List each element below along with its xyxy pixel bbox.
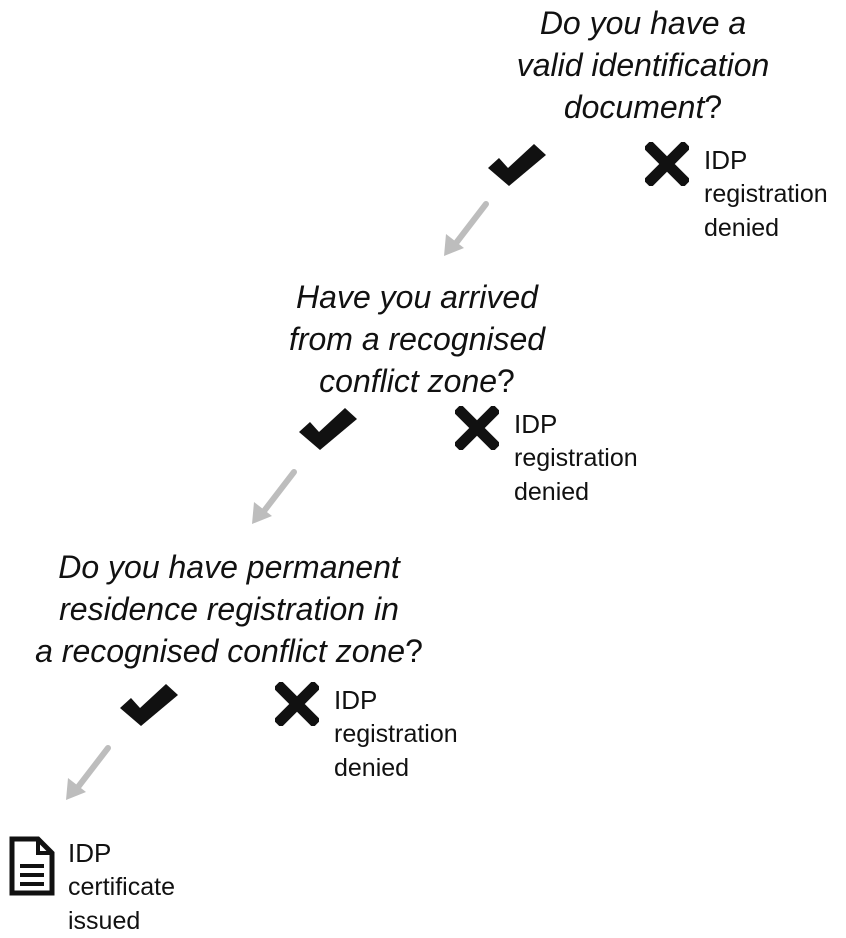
check-icon <box>299 408 357 450</box>
outcome-denied-3-line-2: registration <box>334 720 458 748</box>
arrow-down-left-icon <box>66 745 111 800</box>
question-3-line-3: a recognised conflict zone <box>35 633 406 669</box>
outcome-denied-1-line-1: IDP <box>704 145 748 175</box>
question-1-line-2: valid identification <box>516 47 770 83</box>
question-1-mark: ? <box>704 89 723 125</box>
cross-icon <box>455 406 499 450</box>
question-3-mark: ? <box>405 633 423 669</box>
document-icon <box>9 836 55 896</box>
question-1-line-1: Do you have a <box>539 5 747 41</box>
arrow-down-left-icon <box>444 201 489 256</box>
question-2-mark: ? <box>497 363 515 399</box>
question-2-line-1: Have you arrived <box>296 279 538 315</box>
check-icon <box>488 144 546 186</box>
cross-icon <box>645 142 689 186</box>
outcome-certificate: IDP certificate issued <box>68 836 175 938</box>
question-2: Have you arrived from a recognised confl… <box>232 276 602 402</box>
question-2-line-2: from a recognised <box>288 321 546 357</box>
outcome-denied-3-line-3: denied <box>334 754 410 782</box>
check-icon <box>120 684 178 726</box>
question-1-line-3: document <box>563 89 705 125</box>
question-3-line-2: residence registration in <box>59 591 399 627</box>
outcome-certificate-line-2: certificate <box>68 873 175 901</box>
question-1: Do you have a valid identification docum… <box>458 2 828 128</box>
outcome-certificate-line-1: IDP <box>68 838 112 868</box>
outcome-denied-3-line-1: IDP <box>334 685 378 715</box>
question-3: Do you have permanent residence registra… <box>14 546 444 672</box>
outcome-denied-1-line-3: denied <box>704 214 780 242</box>
outcome-denied-2-line-1: IDP <box>514 409 558 439</box>
arrow-down-left-icon <box>252 469 297 524</box>
outcome-denied-3: IDP registration denied <box>334 683 458 785</box>
outcome-denied-1: IDP registration denied <box>704 143 828 245</box>
outcome-denied-2-line-3: denied <box>514 478 590 506</box>
outcome-denied-2: IDP registration denied <box>514 407 638 509</box>
outcome-denied-1-line-2: registration <box>704 180 828 208</box>
cross-icon <box>275 682 319 726</box>
question-3-line-1: Do you have permanent <box>58 549 400 585</box>
outcome-certificate-line-3: issued <box>68 907 141 935</box>
outcome-denied-2-line-2: registration <box>514 444 638 472</box>
question-2-line-3: conflict zone <box>319 363 498 399</box>
